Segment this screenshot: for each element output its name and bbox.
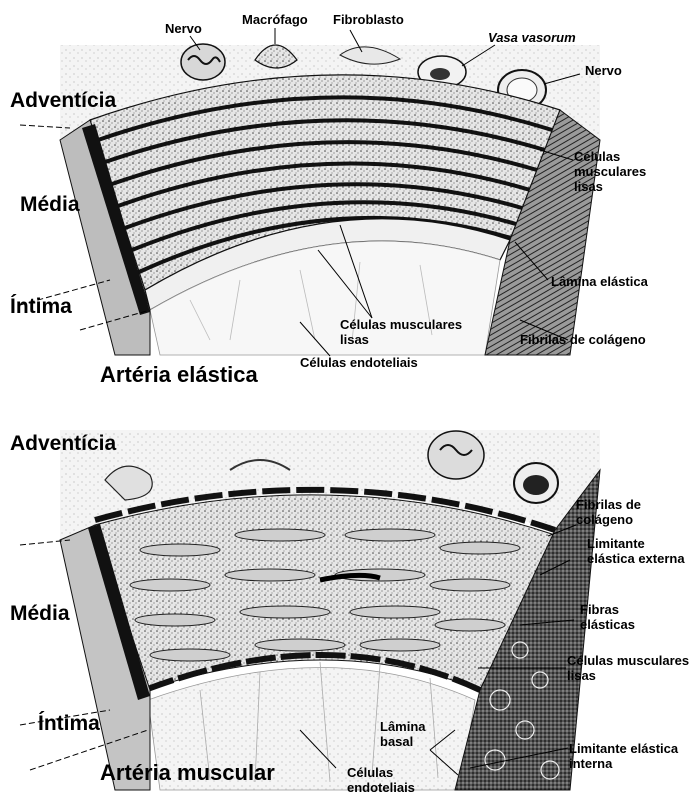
layer-label-media: Média bbox=[20, 193, 80, 217]
label-fibroblasto: Fibroblasto bbox=[333, 13, 404, 28]
label-fibrilas-colageno-2: Fibrilas de colágeno bbox=[576, 498, 666, 528]
elastic-artery-drawing bbox=[60, 44, 600, 355]
diagram-title-2: Artéria muscular bbox=[100, 760, 275, 785]
label-macrofago: Macrófago bbox=[242, 13, 308, 28]
layer-label-adventicia: Adventícia bbox=[10, 89, 116, 113]
label-fibras-elasticas: Fibras elásticas bbox=[580, 603, 660, 633]
label-celulas-endoteliais-2: Células endoteliais bbox=[347, 766, 427, 796]
muscular-artery-drawing bbox=[60, 430, 600, 790]
label-nervo-right: Nervo bbox=[585, 64, 622, 79]
label-fibrilas-colageno: Fibrilas de colágeno bbox=[520, 333, 646, 348]
label-celulas-musculares-lisas: Células musculares lisas bbox=[574, 150, 664, 195]
layer-label-intima-2: Íntima bbox=[38, 712, 100, 736]
label-vasa-vasorum: Vasa vasorum bbox=[488, 31, 576, 46]
diagram-title: Artéria elástica bbox=[100, 362, 258, 387]
layer-label-adventicia-2: Adventícia bbox=[10, 432, 116, 456]
layer-label-media-2: Média bbox=[10, 602, 70, 626]
label-celulas-musculares-lisas-lower: Células musculares lisas bbox=[340, 318, 480, 348]
label-celulas-musculares-lisas-2: Células musculares lisas bbox=[567, 654, 692, 684]
label-limitante-interna: Limitante elástica interna bbox=[569, 742, 679, 772]
layer-label-intima: Íntima bbox=[10, 295, 72, 319]
label-celulas-endoteliais: Células endoteliais bbox=[300, 356, 418, 371]
label-lamina-elastica: Lâmina elástica bbox=[551, 275, 648, 290]
label-lamina-basal: Lâmina basal bbox=[380, 720, 440, 750]
label-nervo: Nervo bbox=[165, 22, 202, 37]
label-limitante-externa: Limitante elástica externa bbox=[587, 537, 692, 567]
